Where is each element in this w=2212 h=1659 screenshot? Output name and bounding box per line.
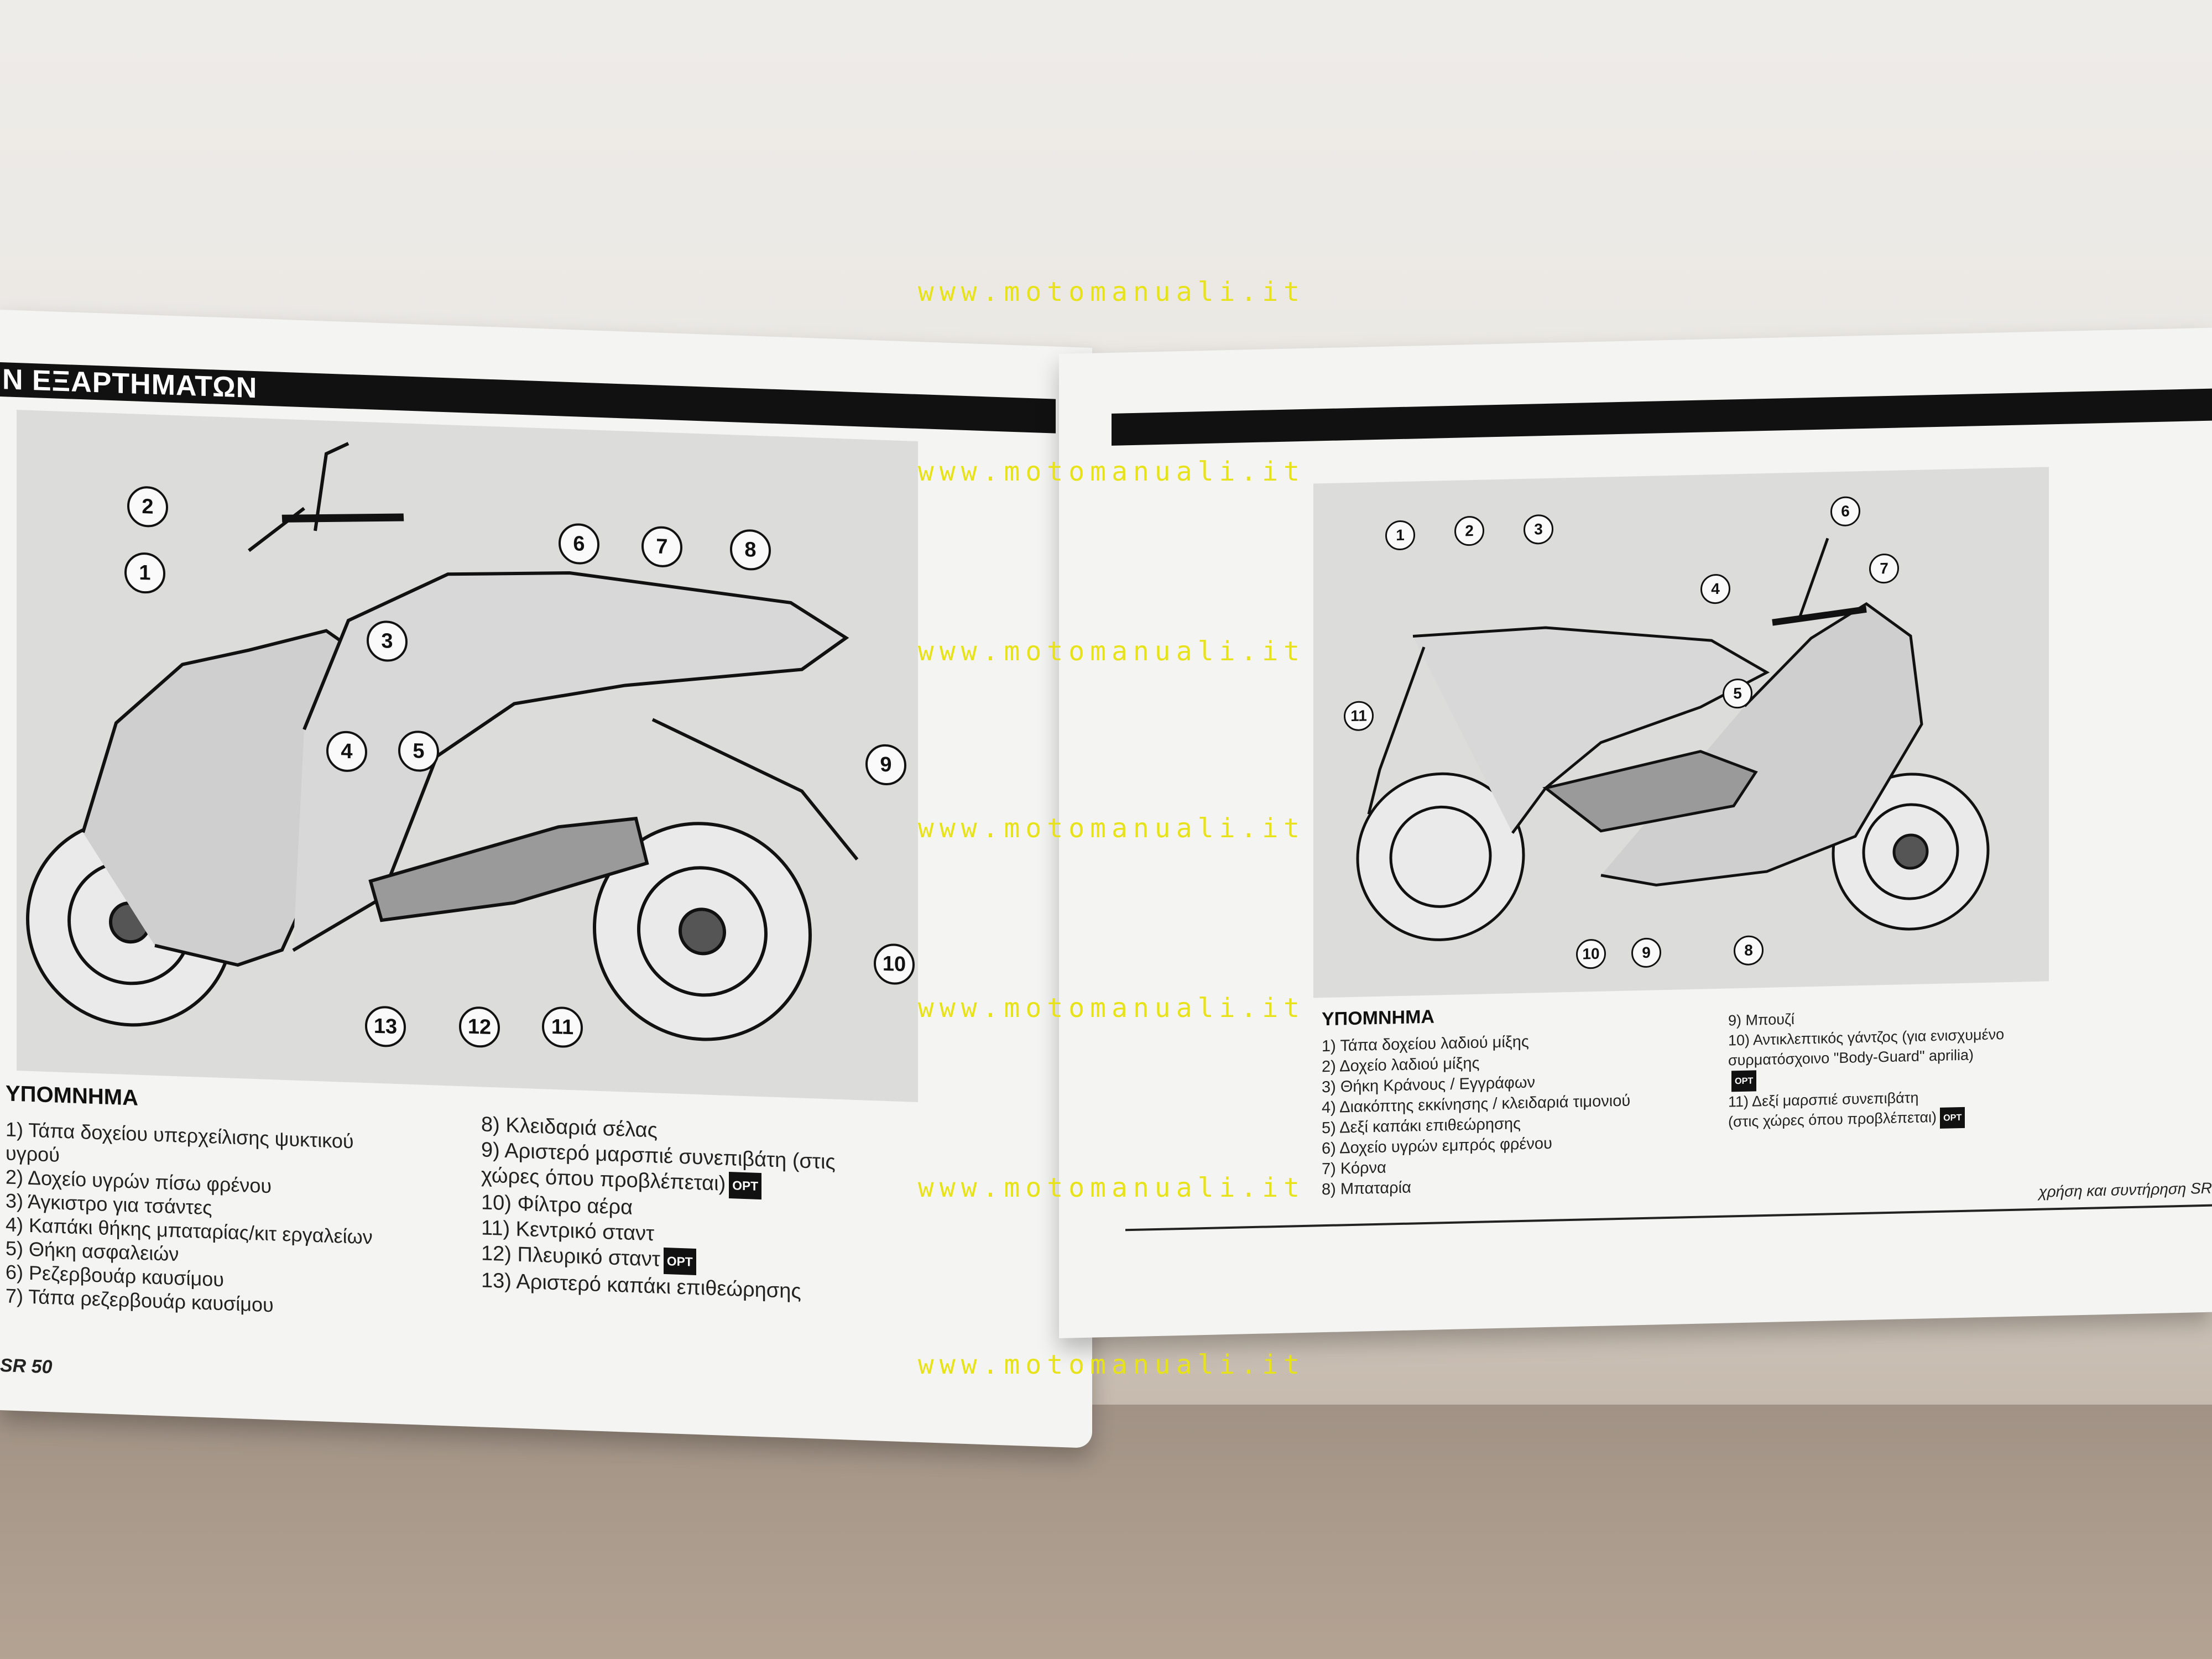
right-header-band — [1112, 388, 2212, 446]
left-legend-col2: 8) Κλειδαριά σέλας 9) Αριστερό μαρσπιέ σ… — [481, 1112, 836, 1305]
left-legend-title: ΥΠΟΜΝΗΜΑ — [6, 1081, 138, 1110]
scooter-left-drawing — [26, 442, 859, 1041]
right-page: 1 2 3 4 5 6 7 8 9 10 11 ΥΠΟΜΝΗΜΑ 1) Τάπα… — [1059, 327, 2212, 1338]
legend-item-text: (στις χώρες όπου προβλέπεται) — [1728, 1108, 1937, 1130]
opt-badge: OPT — [663, 1247, 696, 1275]
watermark-text: www.motomanuali.it — [917, 993, 1306, 1024]
table-shadow — [0, 1405, 2212, 1659]
right-footer-rule — [1125, 1204, 2212, 1232]
left-footer: SR 50 — [0, 1355, 53, 1378]
watermark-text: www.motomanuali.it — [917, 636, 1306, 667]
opt-badge: OPT — [729, 1172, 762, 1200]
watermark-text: www.motomanuali.it — [917, 1172, 1306, 1203]
right-legend-title: ΥΠΟΜΝΗΜΑ — [1322, 1006, 1434, 1030]
left-page: Ν ΕΞΑΡΤΗΜΑΤΩΝ 2 1 3 4 5 6 7 — [0, 310, 1092, 1448]
watermark-text: www.motomanuali.it — [917, 1349, 1306, 1380]
left-scooter-figure: 2 1 3 4 5 6 7 8 9 10 11 12 13 — [17, 410, 918, 1102]
right-scooter-figure: 1 2 3 4 5 6 7 8 9 10 11 — [1313, 467, 2049, 998]
right-legend-col2: 9) Μπουζί 10) Αντικλεπτικός γάντζος (για… — [1728, 1004, 2004, 1133]
legend-item-text: 12) Πλευρικό σταντ — [481, 1241, 660, 1271]
opt-badge: OPT — [1731, 1070, 1757, 1092]
scooter-right-drawing — [1356, 538, 1990, 941]
left-legend-col1: 1) Τάπα δοχείου υπερχείλισης ψυκτικού υγ… — [6, 1117, 373, 1320]
right-footer: χρήση και συντήρηση SR — [2038, 1179, 2212, 1201]
opt-badge: OPT — [1940, 1107, 1965, 1129]
right-legend-col1: 1) Τάπα δοχείου λαδιού μίξης 2) Δοχείο λ… — [1322, 1030, 1630, 1201]
watermark-text: www.motomanuali.it — [917, 813, 1306, 844]
watermark-text: www.motomanuali.it — [917, 276, 1306, 307]
watermark-text: www.motomanuali.it — [917, 456, 1306, 487]
